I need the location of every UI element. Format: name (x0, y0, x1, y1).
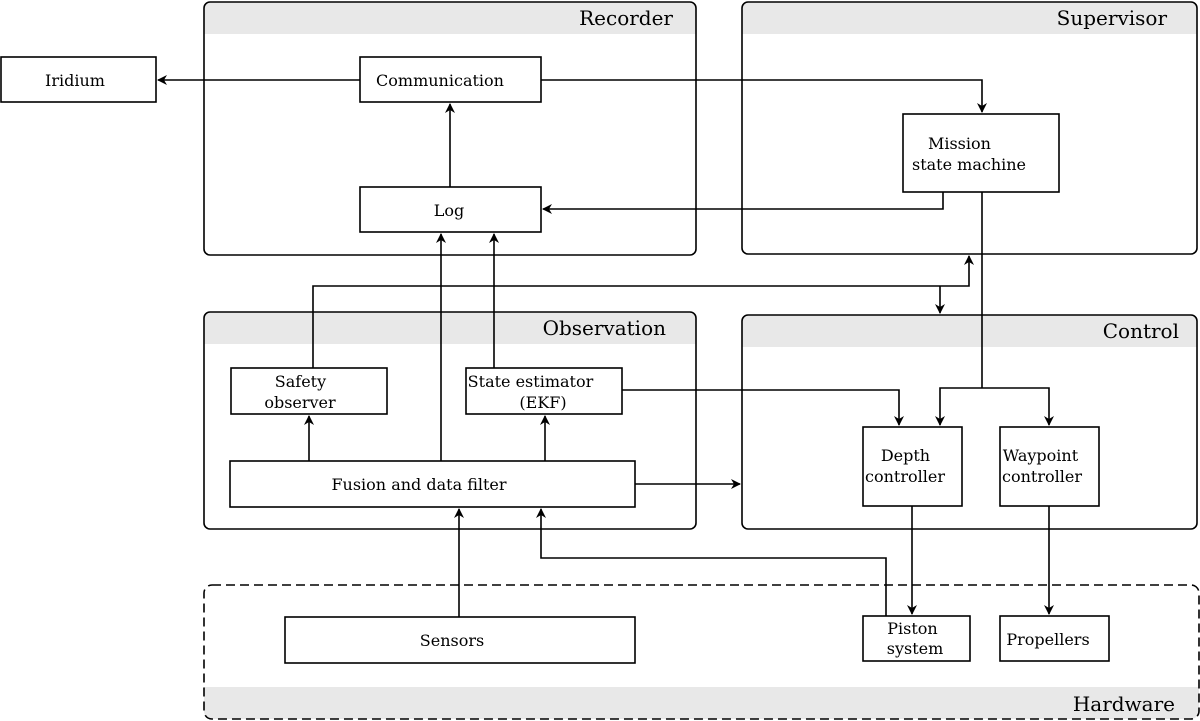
piston-system-label: Piston system (887, 619, 944, 658)
supervisor-title: Supervisor (1057, 6, 1168, 30)
fusion-data-filter-label: Fusion and data filter (331, 475, 506, 494)
hardware-title: Hardware (1073, 692, 1175, 716)
observation-group: Observation (203, 311, 697, 530)
state-estimator-label: State estimator (EKF) (468, 372, 599, 412)
communication-box: Communication (359, 56, 542, 103)
observation-title: Observation (543, 316, 667, 340)
iridium-label: Iridium (45, 71, 105, 90)
fusion-data-filter-box: Fusion and data filter (229, 460, 636, 508)
sensors-box: Sensors (284, 616, 636, 664)
safety-observer-box: Safety observer (230, 367, 388, 415)
waypoint-controller-label: Waypoint controller (1002, 446, 1083, 486)
propellers-label: Propellers (1006, 630, 1089, 649)
sensors-label: Sensors (420, 631, 484, 650)
state-estimator-box: State estimator (EKF) (465, 367, 623, 415)
piston-to-fusion-arrow (536, 508, 887, 616)
waypoint-controller-box: Waypoint controller (999, 426, 1100, 507)
iridium-box: Iridium (0, 56, 157, 103)
safety-to-supervisor-arrow (312, 255, 974, 368)
estimator-to-depth-arrow (622, 389, 904, 426)
log-label: Log (434, 201, 465, 220)
connectors (157, 75, 1054, 617)
mission-state-machine-label: Mission state machine (912, 134, 1026, 174)
recorder-group: Recorder (203, 1, 697, 256)
control-group: Control (741, 314, 1198, 530)
communication-label: Communication (376, 71, 504, 90)
mission-to-log-arrow (542, 192, 944, 214)
recorder-title: Recorder (579, 6, 673, 30)
depth-controller-label: Depth controller (865, 446, 945, 486)
log-box: Log (359, 186, 542, 233)
piston-system-box: Piston system (862, 615, 971, 662)
propellers-box: Propellers (999, 615, 1110, 662)
supervisor-group: Supervisor (741, 1, 1198, 255)
depth-controller-box: Depth controller (862, 426, 963, 507)
hardware-group: Hardware (203, 584, 1200, 720)
mission-to-waypoint-arrow (982, 387, 1054, 426)
mission-to-depth-arrow (935, 387, 982, 426)
communication-to-mission-arrow (541, 79, 987, 113)
mission-state-machine-box: Mission state machine (902, 113, 1060, 193)
safety-observer-label: Safety observer (264, 372, 336, 412)
control-title: Control (1103, 319, 1179, 343)
